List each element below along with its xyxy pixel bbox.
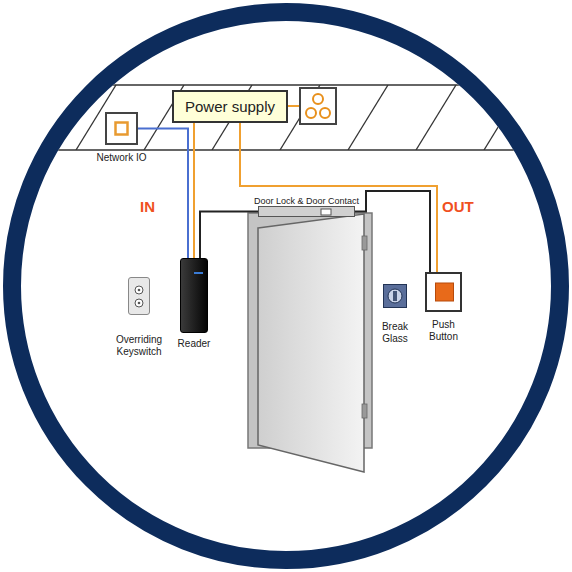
icon-detail [384, 285, 406, 307]
network-io-box: Network IO [105, 112, 138, 145]
wall-line [20, 84, 552, 86]
node-label: Reader [164, 338, 224, 350]
icon-detail [427, 274, 460, 310]
power-supply-box: Power supply [172, 90, 288, 123]
power-wire [193, 123, 195, 258]
network-wire [138, 129, 188, 259]
direction-label: OUT [442, 198, 474, 215]
wall-hatching [20, 85, 552, 150]
wall-line [20, 149, 552, 151]
door-hinge [362, 404, 367, 418]
socket-hole [320, 108, 330, 118]
icon-detail [107, 114, 136, 143]
direction-label: IN [140, 198, 155, 215]
signal-wire [200, 212, 258, 259]
socket-hole [313, 94, 323, 104]
door-leaf [258, 214, 364, 472]
door-lock-bar: Door Lock & Door Contact [258, 206, 355, 217]
keyswitch-icon: Overriding Keyswitch [128, 277, 150, 315]
wall [20, 85, 552, 150]
mains-wire [288, 105, 300, 107]
push-button: Push Button [425, 272, 462, 312]
node-label: Network IO [82, 152, 162, 164]
icon-detail [181, 259, 207, 332]
mains-socket [300, 88, 336, 124]
signal-wire [355, 191, 430, 272]
node-label: Overriding Keyswitch [99, 334, 179, 357]
power-wire [240, 123, 437, 272]
node-label: Push Button [419, 319, 469, 342]
door-hinge [362, 236, 367, 250]
icon-detail [129, 278, 149, 314]
socket-hole [306, 108, 316, 118]
frame-ring [12, 12, 560, 560]
node-label: Break Glass [370, 321, 420, 344]
break-glass-icon: Break Glass [383, 284, 407, 308]
icon-detail [259, 207, 354, 216]
card-reader: Reader [180, 258, 208, 333]
node-label: Power supply [185, 98, 275, 115]
node-label: Door Lock & Door Contact [254, 196, 359, 206]
